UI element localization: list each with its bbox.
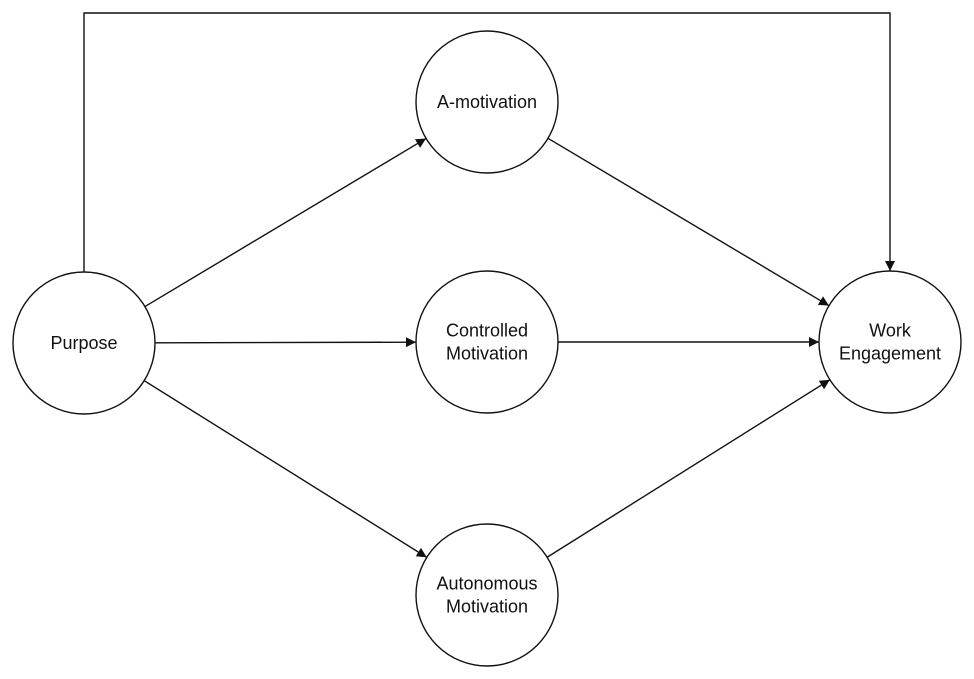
node-label-purpose-line-1: Purpose — [50, 333, 117, 353]
node-circle-controlled-motivation — [415, 270, 559, 414]
node-label-autonomous-motivation-line-2: Motivation — [446, 597, 528, 617]
edge-autonomous-motivation-to-work-engagement — [546, 379, 831, 558]
node-a-motivation: A-motivation — [415, 30, 559, 174]
node-circle-purpose — [12, 271, 156, 415]
node-label-autonomous-motivation-line-1: Autonomous — [436, 574, 537, 594]
edge-purpose-to-controlled-motivation — [154, 337, 417, 348]
node-label-a-motivation-line-1: A-motivation — [437, 92, 537, 112]
nodes-layer: PurposeA-motivationControlledMotivationA… — [12, 30, 962, 667]
edge-purpose-to-a-motivation — [144, 137, 427, 308]
node-label-controlled-motivation-line-2: Motivation — [446, 344, 528, 364]
edges-layer — [83, 12, 895, 558]
edge-purpose-to-autonomous-motivation — [143, 380, 428, 558]
node-purpose: Purpose — [12, 271, 156, 415]
node-label-work-engagement-line-2: Engagement — [839, 344, 941, 364]
node-label-work-engagement-line-1: Work — [869, 321, 912, 341]
node-circle-a-motivation — [415, 30, 559, 174]
edge-a-motivation-to-work-engagement — [547, 137, 830, 307]
node-circle-autonomous-motivation — [415, 523, 559, 667]
node-circle-work-engagement — [818, 270, 962, 414]
node-label-controlled-motivation-line-1: Controlled — [446, 321, 528, 341]
edge-purpose-to-work-engagement — [83, 12, 895, 272]
